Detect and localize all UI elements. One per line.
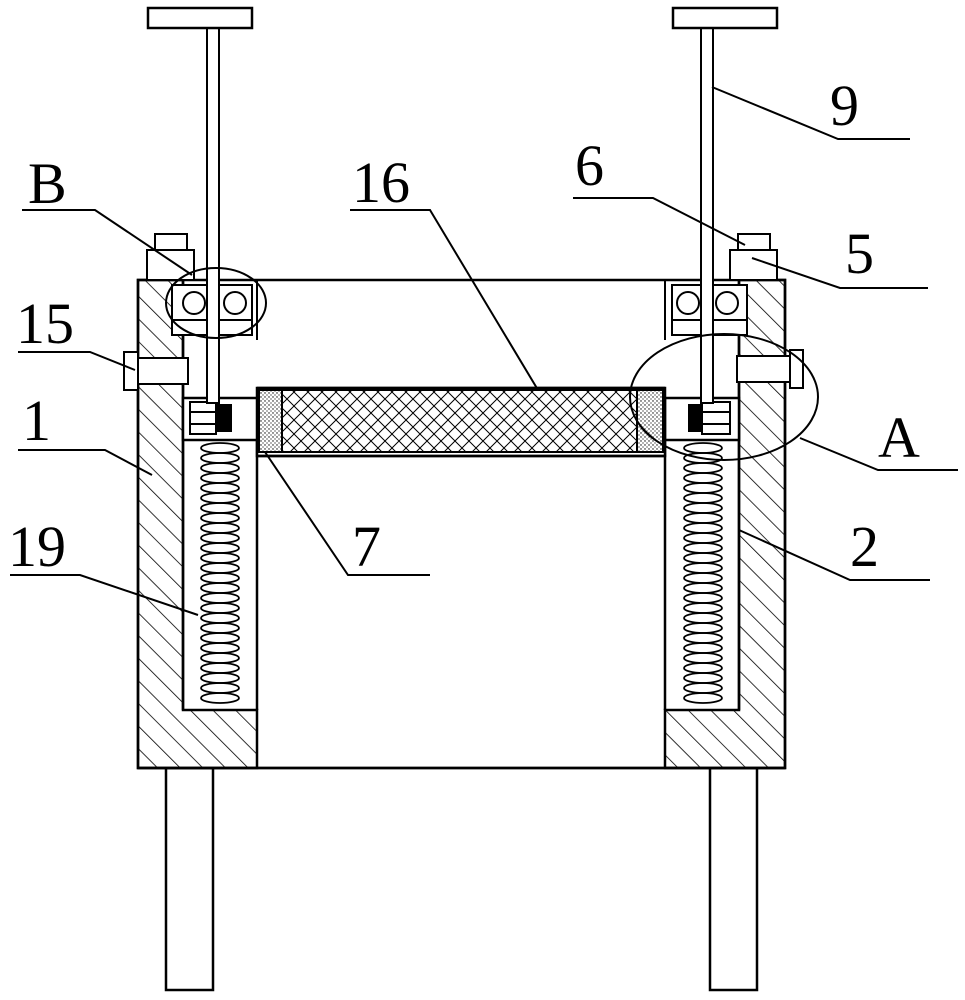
- label-6: 6: [575, 133, 604, 198]
- label-1: 1: [22, 388, 51, 453]
- right-spring: [683, 442, 723, 704]
- left-spring: [200, 442, 240, 704]
- label-5: 5: [845, 221, 874, 286]
- label-15: 15: [16, 291, 74, 356]
- right-slider: [663, 396, 741, 442]
- label-a: A: [878, 405, 920, 470]
- detail-b-circle: [165, 267, 267, 339]
- left-rod: [146, 6, 254, 404]
- left-leg: [164, 766, 215, 992]
- mesh-plate: [255, 386, 667, 458]
- detail-a-circle: [629, 333, 819, 461]
- right-leg: [708, 766, 759, 992]
- right-side-screw: [736, 349, 804, 389]
- left-end-block: [258, 389, 283, 453]
- spring-coil: [683, 692, 723, 704]
- right-top-nut: [729, 233, 778, 281]
- label-16: 16: [352, 150, 410, 215]
- label-b: B: [28, 151, 67, 216]
- leader-lines: [10, 86, 958, 616]
- label-2: 2: [850, 514, 879, 579]
- left-slider: [181, 396, 260, 442]
- label-9: 9: [830, 73, 859, 138]
- right-rod: [671, 6, 779, 404]
- label-19: 19: [8, 514, 66, 579]
- spring-coil: [200, 692, 240, 704]
- left-top-nut: [146, 233, 195, 281]
- left-side-screw: [123, 351, 189, 391]
- label-7: 7: [352, 514, 381, 579]
